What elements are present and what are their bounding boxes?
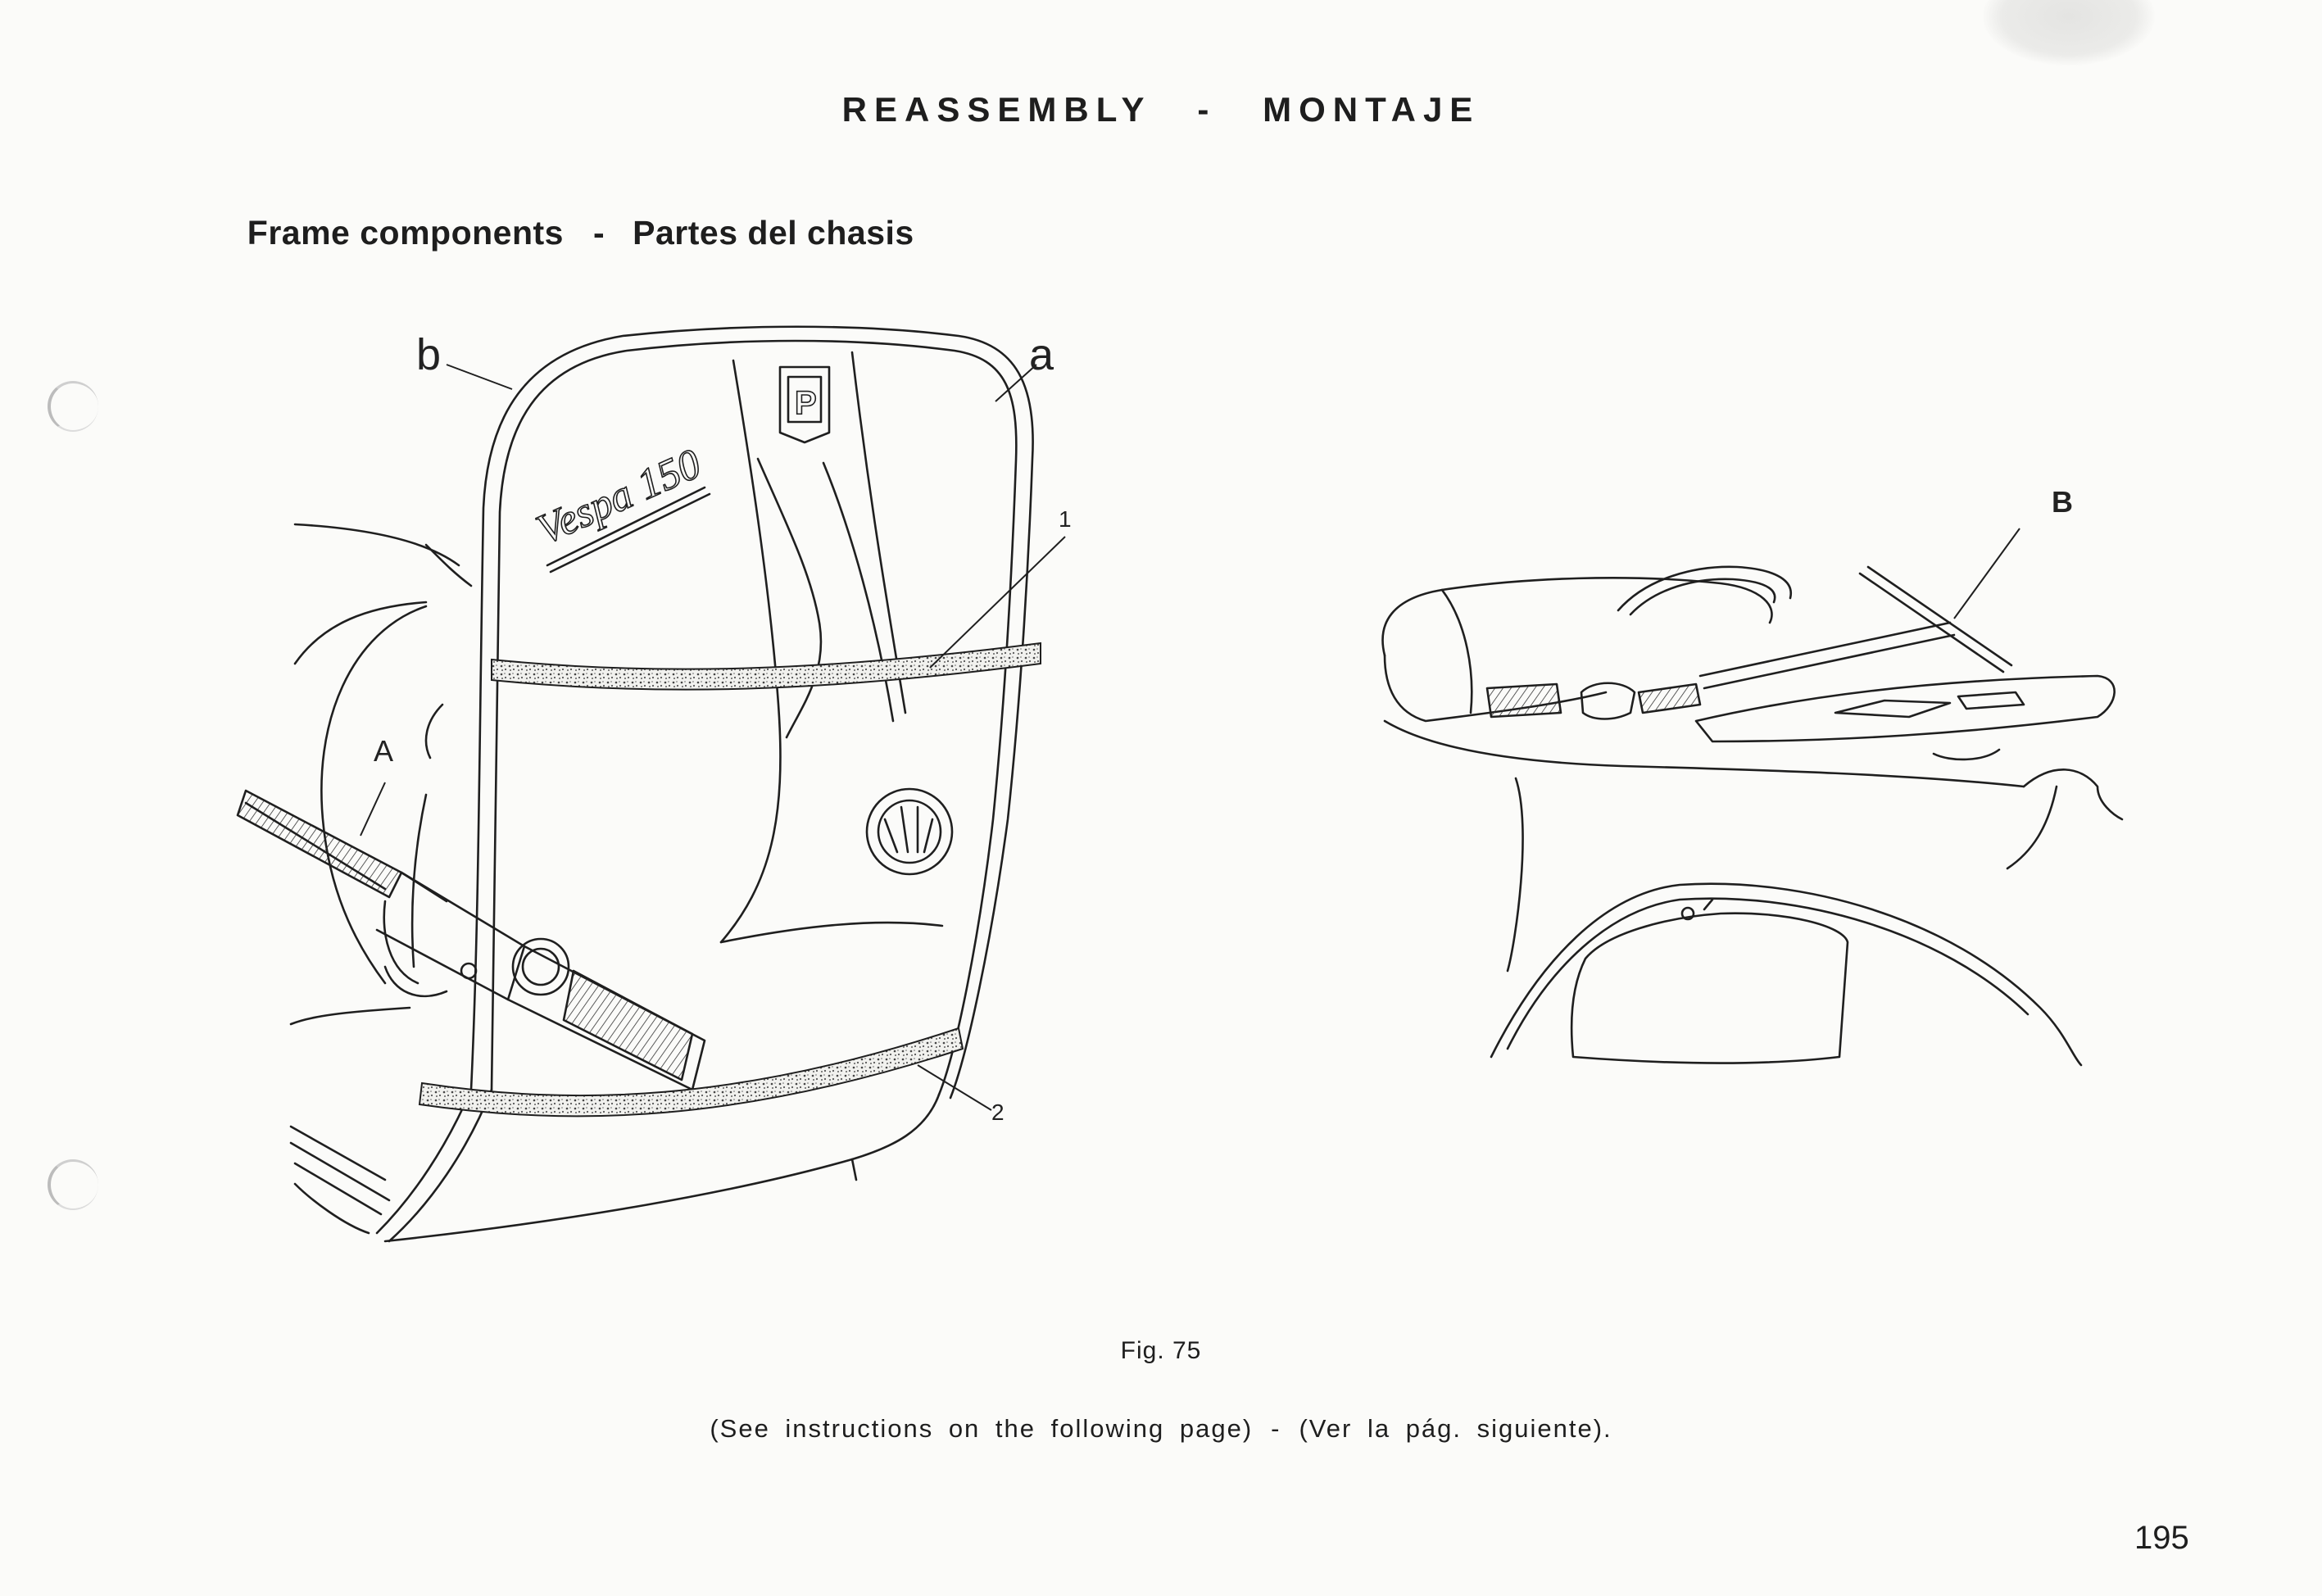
- callout-1: 1: [1059, 506, 1072, 532]
- heading-separator: -: [1197, 90, 1217, 129]
- heading-english: REASSEMBLY: [841, 90, 1151, 129]
- callout-2: 2: [991, 1100, 1005, 1125]
- note-english: (See instructions on the following page): [710, 1414, 1254, 1443]
- section-title-spanish: Partes del chasis: [633, 214, 914, 252]
- note-separator: -: [1271, 1414, 1281, 1443]
- punch-hole-top: [48, 381, 98, 432]
- callout-b: b: [416, 330, 442, 379]
- callout-A: A: [374, 734, 394, 768]
- vespa-badge: Vespa 150: [529, 440, 709, 555]
- section-heading: Frame components-Partes del chasis: [228, 175, 914, 252]
- page-heading: REASSEMBLY - MONTAJE: [0, 90, 2322, 129]
- punch-hole-bottom: [48, 1159, 98, 1210]
- badge-text: Vespa 150: [530, 441, 708, 554]
- callout-B: B: [2052, 485, 2073, 519]
- piaggio-logo-letter: P: [795, 385, 817, 421]
- instruction-note: (See instructions on the following page)…: [0, 1414, 2322, 1444]
- page-number: 195: [2134, 1520, 2189, 1556]
- section-separator: -: [593, 214, 605, 252]
- section-title-english: Frame components: [247, 214, 564, 252]
- callout-a: a: [1029, 330, 1054, 379]
- figure-caption: Fig. 75: [1120, 1337, 1202, 1364]
- heading-spanish: MONTAJE: [1263, 90, 1481, 129]
- paper-stain: [1983, 0, 2155, 66]
- note-spanish: (Ver la pág. siguiente).: [1299, 1414, 1612, 1443]
